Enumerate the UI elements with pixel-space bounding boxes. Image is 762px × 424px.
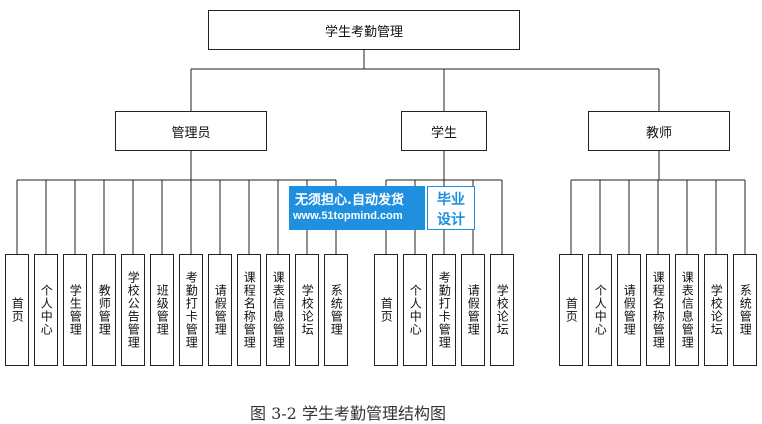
leaf-node: 课表信息管理 [266, 254, 290, 366]
leaf-node: 个人中心 [588, 254, 612, 366]
watermark-right: 毕业 设计 [427, 186, 475, 230]
leaf-node: 学校公告管理 [121, 254, 145, 366]
leaf-node: 请假管理 [208, 254, 232, 366]
leaf-node: 个人中心 [403, 254, 427, 366]
leaf-node: 首页 [374, 254, 398, 366]
leaf-node: 考勤打卡管理 [432, 254, 456, 366]
figure-caption: 图 3-2 学生考勤管理结构图 [250, 404, 446, 423]
leaf-node: 请假管理 [617, 254, 641, 366]
leaf-node: 学校论坛 [704, 254, 728, 366]
role-node-student: 学生 [401, 111, 487, 151]
watermark-slogan: 无须担心.自动发货 [295, 193, 404, 208]
leaf-node: 系统管理 [733, 254, 757, 366]
leaf-node: 学校论坛 [490, 254, 514, 366]
leaf-node: 学生管理 [63, 254, 87, 366]
leaf-node: 课表信息管理 [675, 254, 699, 366]
watermark-left: 无须担心.自动发货 www.51topmind.com [289, 186, 425, 230]
watermark-badge: 无须担心.自动发货 www.51topmind.com 毕业 设计 [289, 186, 475, 230]
leaf-node: 课程名称管理 [237, 254, 261, 366]
leaf-node: 首页 [5, 254, 29, 366]
leaf-node: 学校论坛 [295, 254, 319, 366]
leaf-node: 个人中心 [34, 254, 58, 366]
leaf-node: 课程名称管理 [646, 254, 670, 366]
watermark-right-bottom: 设计 [437, 212, 465, 228]
role-node-admin: 管理员 [115, 111, 267, 151]
leaf-node: 班级管理 [150, 254, 174, 366]
structure-diagram: 学生考勤管理 管理员 学生 教师 首页个人中心学生管理教师管理学校公告管理班级管… [5, 10, 757, 423]
root-node: 学生考勤管理 [208, 10, 520, 50]
leaf-node: 教师管理 [92, 254, 116, 366]
leaf-node: 考勤打卡管理 [179, 254, 203, 366]
leaf-node: 请假管理 [461, 254, 485, 366]
watermark-right-top: 毕业 [437, 192, 465, 208]
role-node-teacher: 教师 [588, 111, 730, 151]
leaf-node: 系统管理 [324, 254, 348, 366]
leaf-node: 首页 [559, 254, 583, 366]
watermark-url: www.51topmind.com [293, 210, 403, 222]
